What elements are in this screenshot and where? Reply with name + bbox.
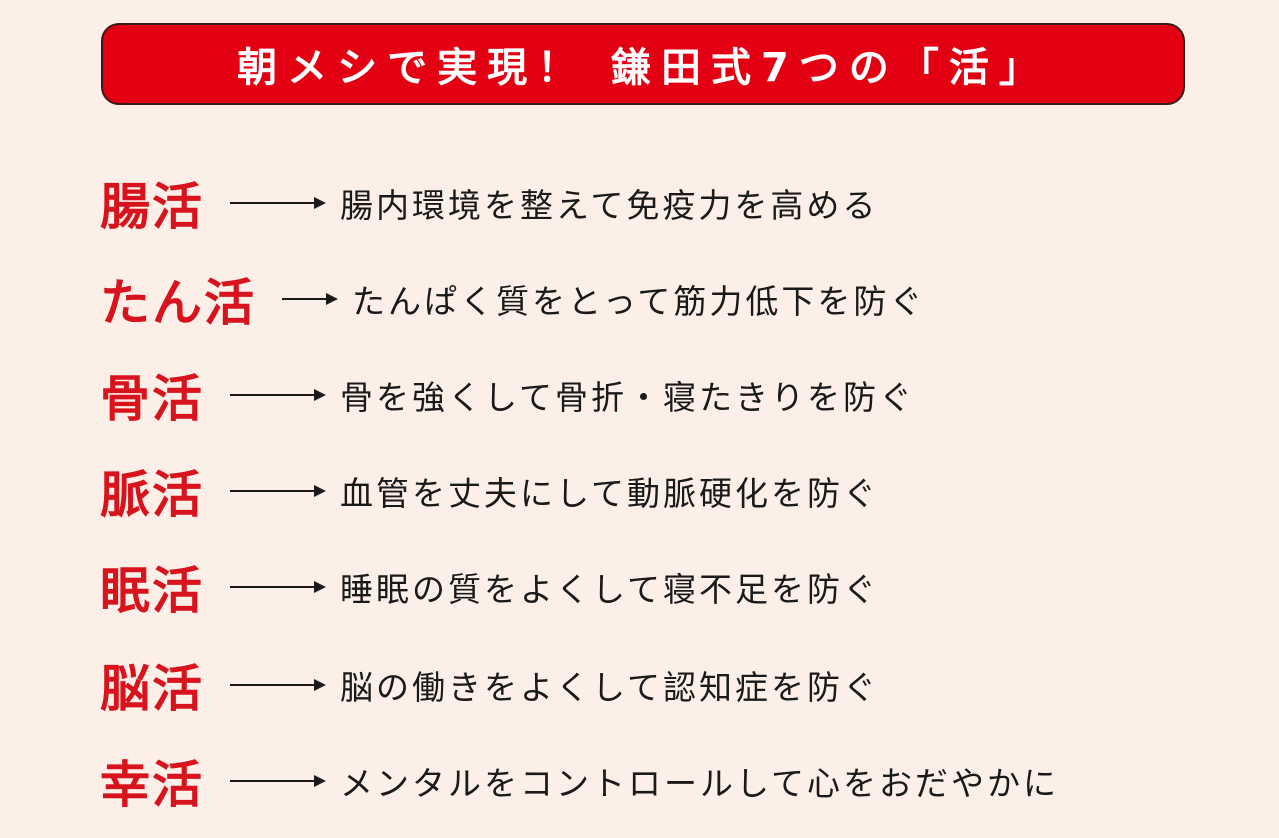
list-item-bone: 骨活 骨を強くして骨折・寝たきりを防ぐ bbox=[100, 360, 915, 430]
title-banner: 朝メシで実現！ 鎌田式7つの「活」 bbox=[101, 23, 1185, 105]
item-label: たん活 bbox=[100, 274, 256, 332]
item-label: 腸活 bbox=[100, 178, 204, 236]
arrow-right-icon bbox=[230, 196, 326, 210]
arrow-right-icon bbox=[230, 774, 326, 788]
item-description: たんぱく質をとって筋力低下を防ぐ bbox=[352, 282, 926, 321]
item-description: 睡眠の質をよくして寝不足を防ぐ bbox=[340, 570, 880, 609]
item-description: 血管を丈夫にして動脈硬化を防ぐ bbox=[340, 474, 880, 513]
item-label: 脈活 bbox=[100, 466, 204, 524]
list-item-happiness: 幸活 メンタルをコントロールして心をおだやかに bbox=[100, 746, 1059, 816]
list-item-sleep: 眠活 睡眠の質をよくして寝不足を防ぐ bbox=[100, 552, 879, 622]
item-description: 骨を強くして骨折・寝たきりを防ぐ bbox=[340, 378, 916, 417]
item-description: 腸内環境を整えて免疫力を高める bbox=[340, 186, 879, 225]
list-item-protein: たん活 たんぱく質をとって筋力低下を防ぐ bbox=[100, 264, 925, 334]
arrow-right-icon bbox=[282, 292, 338, 306]
item-label: 眠活 bbox=[100, 562, 204, 620]
banner-title: 朝メシで実現！ 鎌田式7つの「活」 bbox=[237, 45, 1049, 91]
item-label: 脳活 bbox=[100, 660, 204, 718]
list-item-vessel: 脈活 血管を丈夫にして動脈硬化を防ぐ bbox=[100, 456, 879, 526]
list-item-brain: 脳活 脳の働きをよくして認知症を防ぐ bbox=[100, 650, 879, 720]
item-label: 骨活 bbox=[100, 370, 204, 428]
arrow-right-icon bbox=[230, 678, 326, 692]
list-item-gut: 腸活 腸内環境を整えて免疫力を高める bbox=[100, 168, 878, 238]
arrow-right-icon bbox=[230, 580, 326, 594]
item-description: 脳の働きをよくして認知症を防ぐ bbox=[340, 668, 880, 707]
item-description: メンタルをコントロールして心をおだやかに bbox=[340, 764, 1060, 803]
arrow-right-icon bbox=[230, 484, 326, 498]
item-label: 幸活 bbox=[100, 756, 204, 814]
arrow-right-icon bbox=[230, 388, 326, 402]
